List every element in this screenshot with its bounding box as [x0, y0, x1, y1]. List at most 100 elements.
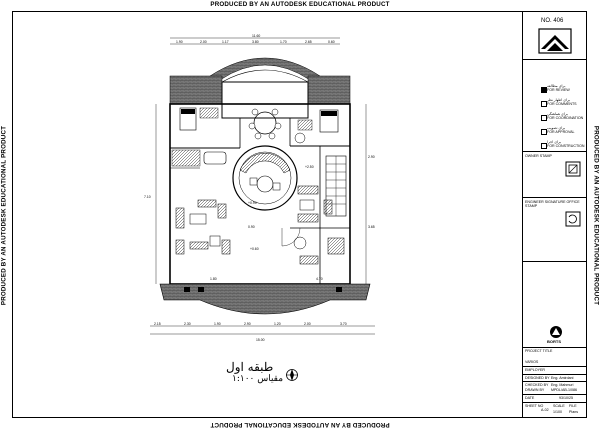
- drawn-by-label: DRAWN BY: [525, 388, 545, 392]
- dim-left: 7.10: [144, 195, 151, 199]
- top-dimensions: 11.60 1.90 2.00 1.17 3.80 1.70 2.65 0.60: [170, 34, 340, 45]
- bed-left-pillows: [181, 109, 195, 114]
- checklist-label-fa: براى مطالعه: [547, 84, 566, 88]
- bottom-balcony: [159, 283, 371, 315]
- door-swing: [281, 227, 301, 247]
- central-rotunda-outer: [232, 145, 298, 211]
- project-title-label: PROJECT TITLE: [525, 349, 553, 353]
- rotunda-armchair: [249, 177, 258, 186]
- floor-plan: 11.60 1.90 2.00 1.17 3.80 1.70 2.65 0.60: [144, 34, 375, 342]
- checkbox[interactable]: [541, 115, 547, 121]
- dim-bottom-total: 15.00: [256, 338, 265, 342]
- bathroom-left: [171, 149, 201, 167]
- dim-bottom: 2.30: [184, 322, 191, 326]
- company-logo: [538, 28, 572, 54]
- dim-bottom: 1.90: [214, 322, 221, 326]
- side-table: [294, 132, 306, 144]
- north-arrow-icon: [286, 369, 298, 381]
- roof-left: [169, 75, 223, 105]
- checklist-label: FOR APPROVAL: [547, 130, 575, 134]
- checklist-label: FOR COORDINATION: [547, 116, 584, 120]
- logo-text: BORTS: [547, 339, 561, 344]
- dim-bottom: 2.90: [244, 322, 251, 326]
- dim-top: 2.00: [200, 40, 207, 44]
- checkbox[interactable]: [541, 143, 547, 149]
- level-marker: +0.90: [248, 201, 257, 205]
- checked-by-value: Eng. Mahmuri: [551, 383, 574, 387]
- dim-top: 1.90: [176, 40, 183, 44]
- bathtub: [203, 151, 227, 165]
- owner-stamp-label: OWNER STAMP: [525, 154, 552, 158]
- project-title-value: VARIOS: [525, 360, 539, 364]
- dining-table: [253, 111, 277, 135]
- watermark-left: PRODUCED BY AN AUTODESK EDUCATIONAL PROD…: [0, 125, 8, 306]
- checkbox[interactable]: [541, 101, 547, 107]
- watermark-bottom: PRODUCED BY AN AUTODESK EDUCATIONAL PROD…: [210, 421, 390, 428]
- checklist-label-fa: براى اجرا: [547, 140, 561, 144]
- dim-right: 3.65: [368, 225, 375, 229]
- date-value: 93/10/25: [559, 396, 573, 400]
- dining-chairs: [248, 108, 282, 140]
- dim-bottom: 2.00: [304, 322, 311, 326]
- dim-bottom: 1.20: [274, 322, 281, 326]
- top-arch-roof: [209, 57, 321, 81]
- rotunda-table: [256, 175, 274, 193]
- employer-label: EMPLOYER: [525, 368, 545, 372]
- checklist-label-fa: براى تصويب: [547, 126, 566, 130]
- dim-top: 1.70: [280, 40, 287, 44]
- engineer-stamp-icon: [565, 211, 581, 227]
- top-arch-railing: [221, 69, 309, 83]
- bed-left: [179, 107, 197, 131]
- dim-top-total: 11.60: [252, 34, 260, 38]
- bed-right: [319, 109, 339, 133]
- dim-top: 3.80: [252, 40, 259, 44]
- watermark-top: PRODUCED BY AN AUTODESK EDUCATIONAL PROD…: [210, 1, 390, 8]
- roof-right: [307, 75, 351, 105]
- dim-bottom: 2.15: [154, 322, 161, 326]
- dim-top: 1.17: [222, 40, 229, 44]
- checkbox-checked[interactable]: [541, 87, 547, 93]
- desk-right: [297, 119, 313, 131]
- designed-by-label: DESIGNED BY: [525, 376, 550, 380]
- checklist-label-fa: براى اظهار نظر: [547, 98, 571, 102]
- door-dim: 0.90: [248, 225, 255, 229]
- sheet-number: NO. 406: [541, 18, 564, 24]
- drawing-frame: [12, 11, 587, 418]
- borts-logo-icon: [550, 326, 562, 338]
- checklist-label-fa: براى هماهنگى: [547, 112, 568, 116]
- file-label: FILE: [569, 404, 577, 408]
- living-room-right: [293, 185, 345, 265]
- drawn-by-value: MPDL/AB-1/086: [551, 388, 577, 392]
- dim-bottom: 3.70: [340, 322, 347, 326]
- file-value: Plans: [569, 410, 578, 414]
- checklist-label: FOR REVIEW: [547, 88, 570, 92]
- scale-value: 1/100: [553, 410, 562, 414]
- balcony-chairs: [184, 287, 342, 292]
- staircase: [325, 155, 347, 217]
- bottom-dimensions: 2.15 2.30 1.90 2.90 1.20 2.00 3.70 15.00: [150, 322, 375, 342]
- checklist-label: FOR CONSTRUCTION: [547, 144, 585, 148]
- living-room-left: [175, 199, 231, 255]
- checked-by-label: CHECKED BY: [525, 383, 549, 387]
- owner-stamp-icon: [565, 161, 581, 177]
- sheet-label: SHEET NO: [525, 404, 544, 408]
- designed-by-value: Eng. Amirdani: [551, 376, 574, 380]
- title-block: NO. 406 براى مطالعه FOR REVIEW براى اظها…: [522, 11, 587, 418]
- date-label: DATE: [525, 396, 535, 400]
- sheet-value: A-02: [541, 408, 549, 412]
- checklist-label: FOR COMMENTS: [547, 102, 577, 106]
- rotunda-armchair: [272, 182, 281, 191]
- dim-top: 2.65: [305, 40, 312, 44]
- watermark-right: PRODUCED BY AN AUTODESK EDUCATIONAL PROD…: [592, 125, 600, 306]
- door-dim: 1.80: [210, 277, 217, 281]
- central-rotunda-inner: [238, 151, 292, 205]
- wardrobe-left: [199, 107, 219, 119]
- checkbox[interactable]: [541, 129, 547, 135]
- bed-right-pillows: [321, 111, 337, 116]
- engineer-stamp-label: ENGINEER SIGNATURE OFFICE STAMP: [525, 200, 580, 208]
- door-dim: 4.70: [316, 277, 323, 281]
- scale-label: SCALE: [553, 404, 565, 408]
- level-marker: +0.60: [250, 247, 259, 251]
- floor-scale: مقياس ١:١٠٠: [232, 374, 284, 384]
- rotunda-sofa: [239, 153, 291, 174]
